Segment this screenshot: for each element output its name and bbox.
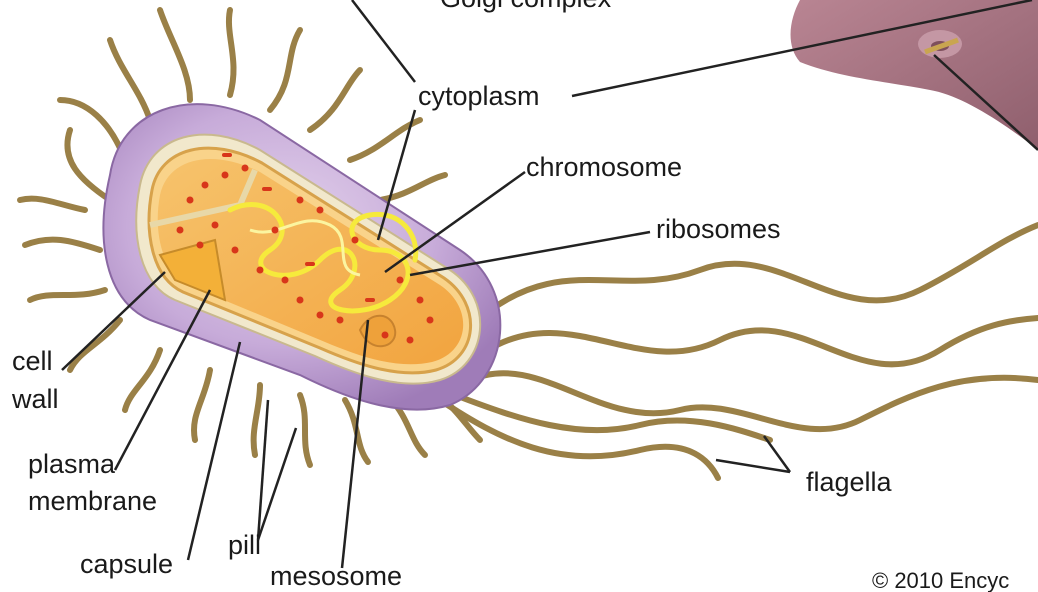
ribosome (187, 197, 194, 204)
ribosome (317, 312, 324, 319)
label-flagella: flagella (806, 466, 892, 499)
ribosome (257, 267, 264, 274)
ribosome (272, 227, 279, 234)
ribosome (177, 227, 184, 234)
golgi-cell-fragment (791, 0, 1038, 150)
label-cytoplasm: cytoplasm (418, 80, 540, 113)
ribosome (397, 277, 404, 284)
ribosome (352, 237, 359, 244)
pilus (110, 40, 150, 120)
label-chromosome: chromosome (526, 151, 682, 184)
copyright-notice: © 2010 Encyc (872, 568, 1009, 592)
leader-line-cell-wall (62, 272, 165, 370)
ribosome (417, 297, 424, 304)
ribosome (202, 182, 209, 189)
label-cell-wall-line1: cell (12, 345, 53, 378)
pilus (30, 290, 105, 300)
ribosome (262, 187, 272, 191)
pilus (229, 10, 234, 95)
pilus (160, 10, 190, 100)
leader-line-flagella-1 (716, 460, 790, 472)
pilus (300, 395, 310, 465)
leader-line-pili-1 (258, 400, 268, 540)
pilus (254, 385, 260, 455)
pilus (125, 350, 160, 410)
ribosome (382, 332, 389, 339)
ribosome (337, 317, 344, 324)
ribosome (242, 165, 249, 172)
label-plasma-membrane-line2: membrane (28, 485, 157, 518)
flagellum (488, 318, 1038, 364)
ribosome (222, 172, 229, 179)
pilus (310, 70, 360, 130)
label-golgi-complex: Golgi complex (440, 0, 611, 14)
pilus (25, 240, 100, 250)
pilus (67, 130, 110, 200)
pilus (70, 320, 120, 370)
ribosome (212, 222, 219, 229)
label-golgi-complex-text: Golgi complex (440, 0, 611, 14)
label-mesosome: mesosome (270, 560, 402, 592)
ribosome (297, 197, 304, 204)
ribosome (305, 262, 315, 266)
ribosome (282, 277, 289, 284)
leader-line-capsule (188, 342, 240, 560)
leader-line-flagella-2 (764, 436, 790, 472)
golgi-cell-body (791, 0, 1038, 150)
label-cell-wall-line2: wall (12, 383, 59, 416)
ribosome (407, 337, 414, 344)
label-capsule: capsule (80, 548, 173, 581)
label-ribosomes: ribosomes (656, 213, 781, 246)
flagella-group (440, 225, 1038, 478)
ribosome (317, 207, 324, 214)
pilus (194, 370, 210, 440)
ribosome (427, 317, 434, 324)
label-plasma-membrane-line1: plasma (28, 448, 115, 481)
ribosome (232, 247, 239, 254)
pilus (270, 30, 300, 110)
pilus (20, 199, 85, 210)
ribosome (365, 298, 375, 302)
ribosome (197, 242, 204, 249)
ribosome (222, 153, 232, 157)
flagellum (470, 373, 1038, 429)
label-pili: pili (228, 529, 261, 562)
ribosome (297, 297, 304, 304)
